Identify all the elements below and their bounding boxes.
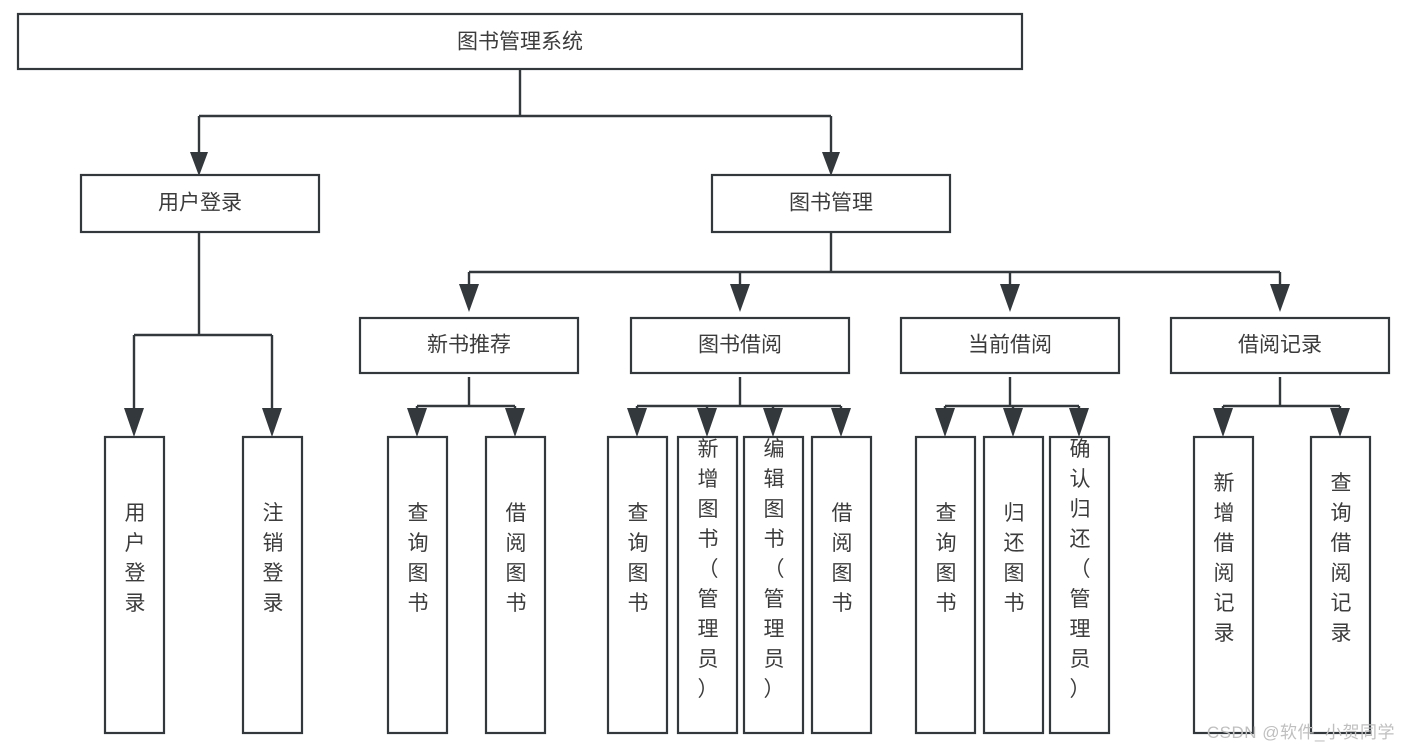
arrow-head-icon xyxy=(459,284,479,312)
node-box[interactable] xyxy=(982,435,1045,735)
arrow-head-icon xyxy=(1330,408,1350,437)
node-box[interactable] xyxy=(79,173,321,234)
arrow-head-icon xyxy=(763,408,783,437)
node-leaf-return-book[interactable]: 归还图书 xyxy=(982,435,1045,735)
arrow-head-icon xyxy=(1003,408,1023,437)
node-box[interactable] xyxy=(16,12,1024,71)
node-label: 确认归还（管理员） xyxy=(1070,438,1091,701)
node-leaf-logout[interactable]: 注销登录 xyxy=(241,435,304,735)
node-label: 借阅图书 xyxy=(506,502,527,615)
node-box[interactable] xyxy=(914,435,977,735)
node-leaf-query-book-borrow[interactable]: 查询图书 xyxy=(606,435,669,735)
node-box[interactable] xyxy=(710,173,952,234)
csdn-watermark: CSDN @软件_小贺同学 xyxy=(1206,723,1395,742)
arrow-head-icon xyxy=(1270,284,1290,312)
node-current-borrowing[interactable]: 当前借阅 xyxy=(899,316,1121,375)
node-box[interactable] xyxy=(742,435,805,735)
node-label: 借阅记录 xyxy=(1238,334,1322,357)
node-leaf-query-book-current[interactable]: 查询图书 xyxy=(914,435,977,735)
node-label: 归还图书 xyxy=(1004,502,1025,615)
node-new-book-recommendation[interactable]: 新书推荐 xyxy=(358,316,580,375)
node-box[interactable] xyxy=(386,435,449,735)
node-label: 图书管理系统 xyxy=(457,31,583,54)
node-label: 查询图书 xyxy=(408,502,429,615)
node-book-management[interactable]: 图书管理 xyxy=(710,173,952,234)
connectors-layer xyxy=(124,69,1350,437)
arrow-head-icon xyxy=(190,152,208,176)
node-leaf-confirm-return-admin[interactable]: 确认归还（管理员） xyxy=(1048,435,1111,735)
arrow-head-icon xyxy=(407,408,427,437)
node-user-login[interactable]: 用户登录 xyxy=(79,173,321,234)
node-box[interactable] xyxy=(676,435,739,735)
node-label: 新增图书（管理员） xyxy=(698,438,719,701)
node-root-book-management-system[interactable]: 图书管理系统 xyxy=(16,12,1024,71)
node-label: 注销登录 xyxy=(263,502,284,615)
arrow-head-icon xyxy=(1069,408,1089,437)
node-label: 新增借阅记录 xyxy=(1214,472,1235,645)
node-label: 当前借阅 xyxy=(968,334,1052,357)
node-box[interactable] xyxy=(241,435,304,735)
node-leaf-add-book-admin[interactable]: 新增图书（管理员） xyxy=(676,435,739,735)
node-box[interactable] xyxy=(899,316,1121,375)
arrow-head-icon xyxy=(822,152,840,176)
node-box[interactable] xyxy=(1169,316,1391,375)
arrow-head-icon xyxy=(627,408,647,437)
arrow-head-icon xyxy=(1213,408,1233,437)
node-leaf-query-book-new[interactable]: 查询图书 xyxy=(386,435,449,735)
node-box[interactable] xyxy=(810,435,873,735)
node-leaf-edit-book-admin[interactable]: 编辑图书（管理员） xyxy=(742,435,805,735)
arrow-head-icon xyxy=(935,408,955,437)
node-box[interactable] xyxy=(629,316,851,375)
node-leaf-borrow-book-new[interactable]: 借阅图书 xyxy=(484,435,547,735)
node-label: 借阅图书 xyxy=(832,502,853,615)
node-label: 用户登录 xyxy=(158,192,242,215)
node-leaf-borrow-book[interactable]: 借阅图书 xyxy=(810,435,873,735)
node-box[interactable] xyxy=(484,435,547,735)
node-borrowing-record[interactable]: 借阅记录 xyxy=(1169,316,1391,375)
arrow-head-icon xyxy=(831,408,851,437)
node-box[interactable] xyxy=(103,435,166,735)
node-box[interactable] xyxy=(1192,435,1255,735)
node-box[interactable] xyxy=(1048,435,1111,735)
node-book-borrowing[interactable]: 图书借阅 xyxy=(629,316,851,375)
node-label: 查询图书 xyxy=(936,502,957,615)
node-leaf-user-login[interactable]: 用户登录 xyxy=(103,435,166,735)
node-box[interactable] xyxy=(1309,435,1372,735)
node-box[interactable] xyxy=(358,316,580,375)
arrow-head-icon xyxy=(124,408,144,437)
node-label: 图书借阅 xyxy=(698,334,782,357)
arrow-head-icon xyxy=(697,408,717,437)
arrow-head-icon xyxy=(730,284,750,312)
node-label: 新书推荐 xyxy=(427,334,511,357)
arrow-head-icon xyxy=(1000,284,1020,312)
node-leaf-add-borrow-record[interactable]: 新增借阅记录 xyxy=(1192,435,1255,735)
node-label: 查询图书 xyxy=(628,502,649,615)
arrow-head-icon xyxy=(505,408,525,437)
node-label: 查询借阅记录 xyxy=(1331,472,1352,645)
node-label: 图书管理 xyxy=(789,192,873,215)
node-leaf-query-borrow-record[interactable]: 查询借阅记录 xyxy=(1309,435,1372,735)
node-label: 用户登录 xyxy=(125,502,146,615)
node-box[interactable] xyxy=(606,435,669,735)
node-label: 编辑图书（管理员） xyxy=(764,438,785,701)
arrow-head-icon xyxy=(262,408,282,437)
